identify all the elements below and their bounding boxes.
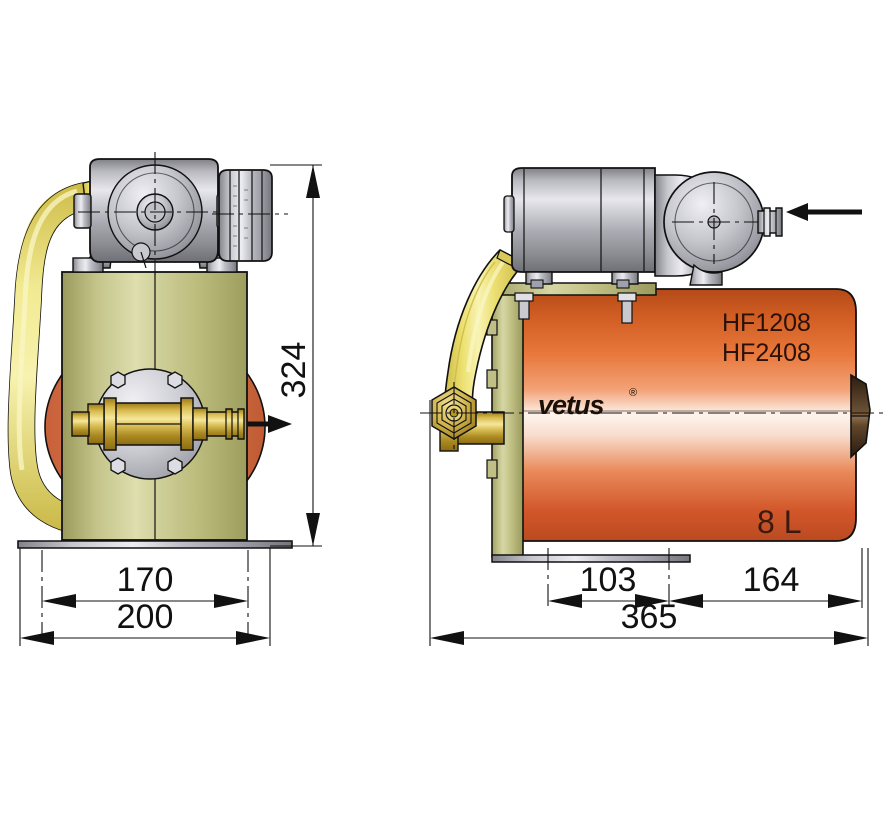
dimension-324: 324: [270, 164, 322, 547]
base-plate-side: [491, 554, 691, 563]
inlet-barb-side: [757, 207, 783, 237]
flange-bolts: [110, 371, 183, 475]
dimension-170: 170: [41, 550, 249, 640]
dimension-103-label: 103: [580, 561, 637, 599]
model-label-2: HF2408: [722, 339, 811, 367]
outlet-flange-front: [71, 368, 245, 480]
dimension-365-label: 365: [621, 598, 678, 636]
pump-head-side: [654, 171, 765, 286]
side-view: HF1208 HF2408 vetus ® 8 L 103: [420, 167, 888, 646]
model-label-1: HF1208: [722, 309, 811, 337]
dimension-103: 103: [547, 548, 670, 608]
dimension-365: 365: [429, 400, 869, 646]
dimension-324-label: 324: [275, 342, 313, 399]
tank-end-cap: [850, 373, 871, 459]
dimension-164: 164: [669, 548, 863, 608]
outlet-barb-front: [206, 408, 245, 440]
dimension-200-label: 200: [117, 598, 174, 636]
dimension-170-label: 170: [117, 561, 174, 599]
electric-motor-side: [503, 167, 656, 289]
front-view: 324 170 200: [7, 152, 322, 646]
brand-registered-mark: ®: [629, 387, 637, 399]
brand-logo: vetus ®: [538, 387, 637, 420]
suction-hose-front: [7, 177, 163, 536]
brand-wordmark: vetus: [538, 390, 605, 420]
base-plate-front: [17, 540, 293, 549]
inlet-arrow: [786, 203, 862, 221]
capacity-label: 8 L: [757, 504, 801, 540]
dimension-200: 200: [19, 548, 271, 646]
elbow-fitting-side: [420, 382, 505, 452]
pump-head-cylinder-front: [212, 169, 288, 262]
outlet-arrow: [247, 415, 292, 433]
dimension-164-label: 164: [743, 561, 800, 599]
